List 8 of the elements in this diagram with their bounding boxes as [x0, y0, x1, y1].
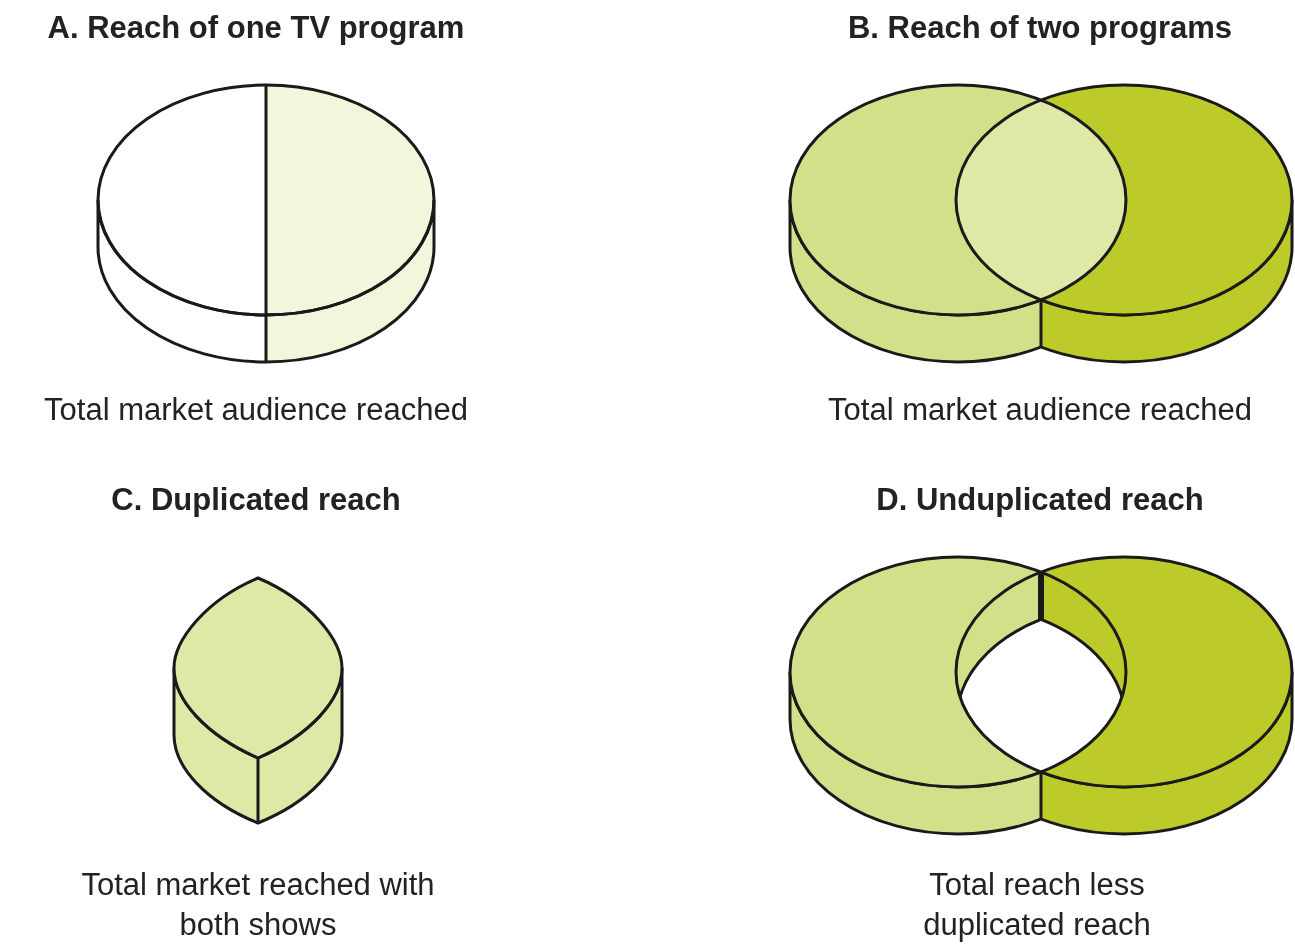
- panel-heading: A. Reach of one TV program: [47, 8, 465, 47]
- caption-text: Total market reached with both shows: [80, 865, 436, 944]
- panel-heading: C. Duplicated reach: [111, 480, 401, 519]
- caption-text: Total market audience reached: [828, 390, 1252, 429]
- caption-text: Total reach less duplicated reach: [922, 865, 1152, 944]
- panel-heading: B. Reach of two programs: [847, 8, 1233, 47]
- panel-heading: D. Unduplicated reach: [876, 480, 1204, 519]
- caption-text: Total market audience reached: [44, 390, 468, 429]
